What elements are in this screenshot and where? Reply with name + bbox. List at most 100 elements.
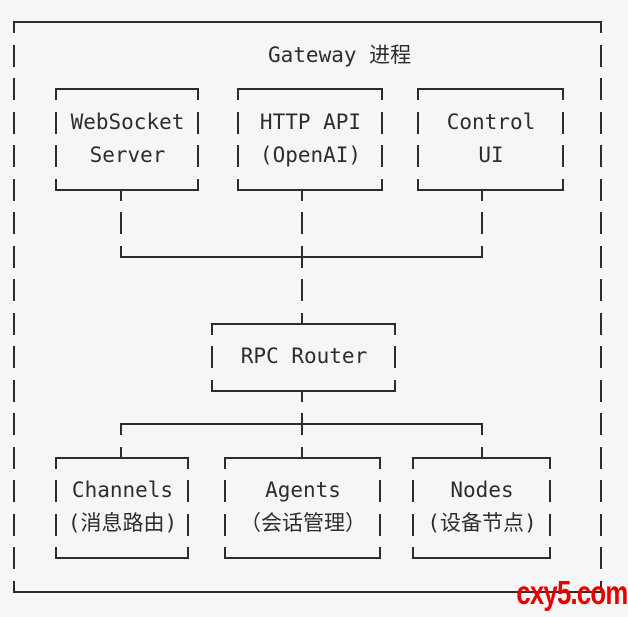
diagram-line [301,424,303,435]
http-api-box-label: HTTP API (OpenAI) [238,106,383,173]
diagram-line [379,547,381,558]
diagram-line [13,513,15,536]
diagram-line [187,547,189,558]
box-label-line: HTTP API [259,109,362,134]
diagram-line [562,145,564,167]
diagram-line [549,513,551,536]
diagram-line [13,145,15,167]
box-label-line: RPC Router [240,344,368,369]
box-label-line: WebSocket [70,109,185,134]
diagram-line [600,145,602,167]
diagram-line [600,22,602,33]
diagram-line [197,145,199,167]
diagram-line [412,513,414,536]
diagram-line [600,346,602,368]
diagram-line [13,279,15,301]
diagram-line [301,245,303,257]
diagram-line [412,457,414,469]
diagram-line [13,212,15,234]
diagram-line [13,580,15,592]
diagram-line [600,513,602,536]
diagram-line [13,312,15,335]
diagram-line [13,44,15,67]
diagram-line [13,547,15,569]
diagram-line [197,178,199,190]
diagram-line [549,479,551,502]
diagram-line [13,178,15,201]
diagram-line [224,547,226,558]
diagram-line [120,212,122,235]
diagram-line [600,379,602,402]
diagram-line [379,479,381,502]
diagram-line [301,212,303,235]
control-ui-box-label: Control UI [418,106,564,173]
agents-box-label: Agents （会话管理） [225,474,381,541]
diagram-line [13,245,15,268]
diagram-line [211,323,213,335]
diagram-line [600,279,602,301]
diagram-line [600,480,602,502]
diagram-line [600,413,602,435]
diagram-line [13,379,15,402]
diagram-line [600,312,602,335]
diagram-line [55,145,57,167]
diagram-line [55,89,57,100]
diagram-line [481,446,483,458]
diagram-line [120,446,122,458]
diagram-line [562,178,564,190]
diagram-line [301,312,303,324]
diagram-line [549,547,551,558]
diagram-line [394,346,396,368]
diagram-line [55,457,57,469]
diagram-line [237,188,383,191]
diagram-line [187,457,189,469]
box-label-line: Agents [265,477,341,502]
diagram-line [394,379,396,391]
diagram-line [237,88,383,90]
diagram-line [13,446,15,469]
diagram-line [549,457,551,469]
diagram-line [13,480,15,502]
diagram-line [55,557,189,559]
diagram-line [600,44,602,67]
diagram-line [381,111,383,134]
diagram-line [211,322,396,325]
diagram-line [301,390,303,402]
box-label-line: UI [478,143,504,168]
diagram-line [481,245,483,257]
diagram-line [187,513,189,536]
rpc-router-box-label: RPC Router [212,340,396,374]
diagram-line [55,479,57,502]
diagram-line [600,245,602,268]
diagram-line [13,21,602,23]
diagram-line [600,212,602,234]
diagram-line [211,346,213,368]
box-label-line: Nodes [450,477,514,502]
diagram-line [237,178,239,190]
box-label-line: Server [89,143,166,168]
box-label-line: （会话管理） [240,511,366,536]
diagram-line [600,111,602,134]
diagram-line [379,513,381,536]
diagram-line [412,479,414,502]
diagram-line [13,22,15,33]
diagram-line [600,580,602,592]
diagram-line [237,145,239,167]
diagram-line [481,189,483,201]
diagram-line [301,446,303,458]
diagram-line [224,557,381,559]
diagram-line [381,145,383,167]
diagram-line [187,479,189,502]
box-label-line: Channels [71,477,174,502]
diagram-line [481,212,483,235]
gateway-process-title: Gateway 进程 [268,42,412,67]
diagram-line [224,479,226,502]
diagram-line [197,111,199,134]
diagram-line [120,189,122,201]
diagram-line [13,413,15,435]
diagram-line [55,188,199,191]
diagram-line [211,389,396,392]
diagram-line [379,457,381,469]
diagram-line [394,323,396,335]
